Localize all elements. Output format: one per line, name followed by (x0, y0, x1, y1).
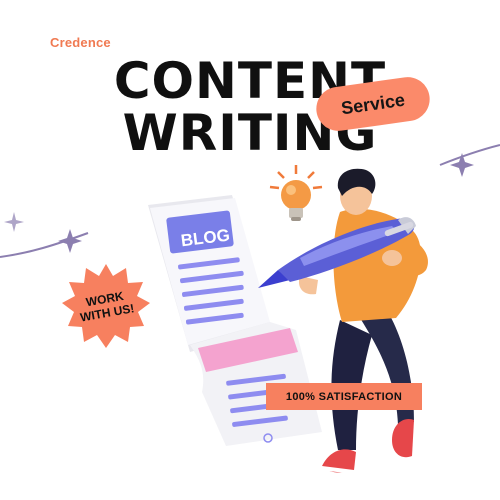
starburst-badge-icon (62, 264, 150, 348)
blog-document-icon: BLOG (148, 195, 322, 446)
right-swoosh-sparkle-icon (439, 144, 500, 177)
satisfaction-badge: 100% SATISFACTION (266, 383, 422, 410)
left-swoosh-sparkle-icon (0, 229, 89, 258)
lightbulb-icon (269, 165, 323, 221)
brand-name: Credence (50, 35, 111, 50)
satisfaction-label: 100% SATISFACTION (285, 390, 403, 403)
small-sparkle-icon (4, 212, 24, 232)
pen-icon (258, 217, 416, 288)
